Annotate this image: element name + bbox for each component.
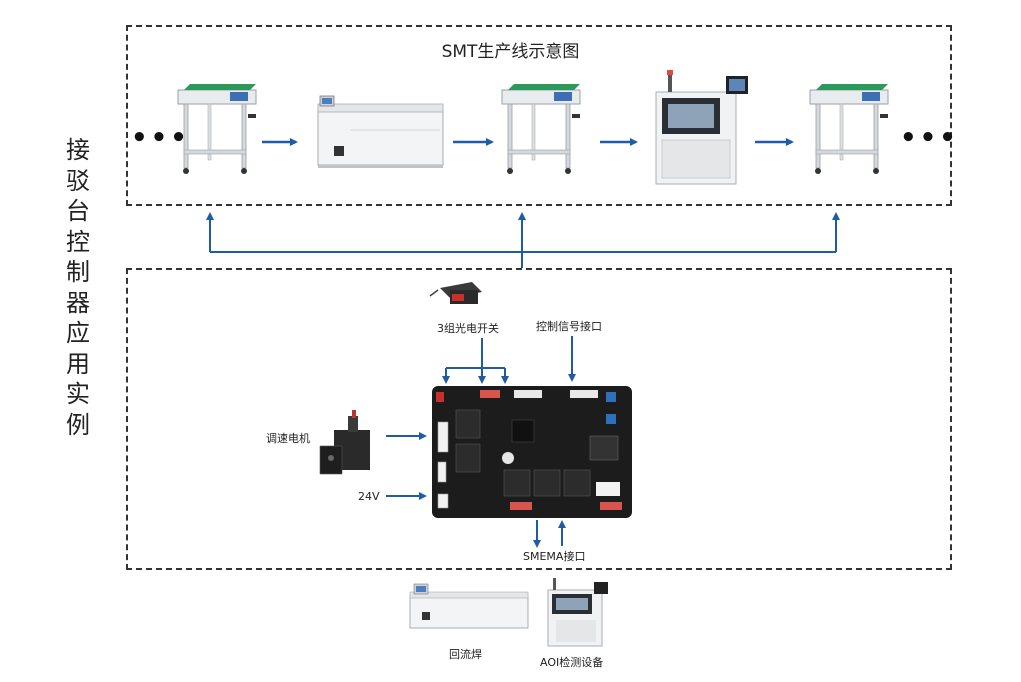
photoelectric-sensor xyxy=(429,282,482,304)
side-title-char: 台 xyxy=(66,197,90,225)
aoi-label: AOI检测设备 xyxy=(540,656,604,669)
speed-motor-label: 调速电机 xyxy=(266,432,310,445)
power-label: 24V xyxy=(358,490,380,503)
controller-frame xyxy=(126,268,952,570)
side-title: 接 驳 台 控 制 器 应 用 实 例 xyxy=(58,135,98,440)
conveyor-3 xyxy=(809,83,889,175)
reflow-oven-machine xyxy=(317,95,444,168)
speed-motor xyxy=(319,410,370,475)
side-title-char: 接 xyxy=(66,136,90,164)
aoi-machine-bottom xyxy=(547,578,608,647)
controller-board xyxy=(432,386,632,518)
ellipsis-right: ••• xyxy=(900,123,959,153)
side-title-char: 控 xyxy=(66,227,90,256)
conveyor-2 xyxy=(501,83,581,175)
control-signal-label: 控制信号接口 xyxy=(536,320,602,333)
side-title-char: 用 xyxy=(66,349,90,378)
side-title-char: 应 xyxy=(66,319,90,347)
conveyor-1 xyxy=(177,83,257,175)
side-title-char: 制 xyxy=(66,258,90,286)
reflow-label: 回流焊 xyxy=(449,648,482,661)
side-title-char: 实 xyxy=(66,380,90,408)
smt-line-frame xyxy=(126,25,952,206)
side-title-char: 驳 xyxy=(66,166,90,195)
ellipsis-left: ••• xyxy=(131,123,190,153)
smema-label: SMEMA接口 xyxy=(523,550,586,563)
photoelectric-switch-label: 3组光电开关 xyxy=(437,322,499,335)
inspection-machine xyxy=(655,70,748,185)
side-title-char: 器 xyxy=(66,288,90,317)
diagram-title: SMT生产线示意图 xyxy=(441,42,580,62)
reflow-oven-bottom xyxy=(409,583,529,629)
side-title-char: 例 xyxy=(66,410,90,439)
